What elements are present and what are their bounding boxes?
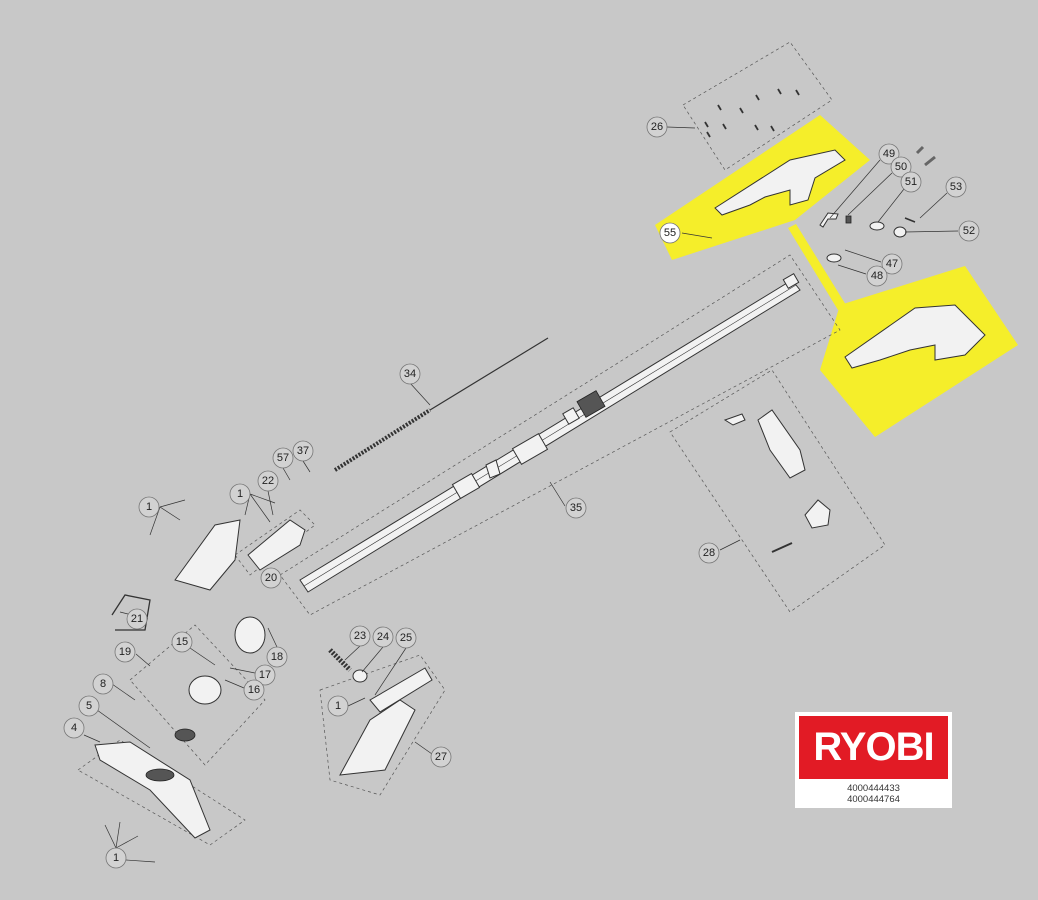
callout: 21	[126, 608, 148, 630]
callout: 26	[646, 116, 668, 138]
svg-text:28: 28	[703, 547, 715, 559]
group-box-28	[669, 369, 886, 613]
svg-text:5: 5	[86, 700, 92, 712]
callout: 51	[900, 171, 922, 193]
callout: 1	[229, 483, 251, 505]
svg-text:55: 55	[664, 227, 676, 239]
callout: 47	[881, 253, 903, 275]
shaft-35	[299, 272, 801, 593]
drive-cable-34	[333, 337, 549, 472]
callout: 1	[327, 695, 349, 717]
callout: 17	[254, 664, 276, 686]
callout: 15	[171, 631, 193, 653]
svg-text:37: 37	[297, 445, 309, 457]
callout: 52	[958, 220, 980, 242]
svg-text:26: 26	[651, 121, 663, 133]
svg-text:47: 47	[886, 258, 898, 270]
svg-text:1: 1	[237, 488, 243, 500]
callout: 16	[243, 679, 265, 701]
callout: 48	[866, 265, 888, 287]
callout: 8	[92, 673, 114, 695]
callout: 37	[292, 440, 314, 462]
ryobi-logo: RYOBI	[799, 716, 948, 779]
svg-text:27: 27	[435, 751, 447, 763]
callout: 27	[430, 746, 452, 768]
svg-text:8: 8	[100, 678, 106, 690]
callout: 23	[349, 625, 371, 647]
svg-text:53: 53	[950, 181, 962, 193]
coupler-parts	[451, 390, 606, 500]
svg-text:25: 25	[400, 632, 412, 644]
svg-text:23: 23	[354, 630, 366, 642]
callout: 4	[63, 717, 85, 739]
highlight-connector	[788, 224, 846, 310]
callout: 20	[260, 567, 282, 589]
callout: 34	[399, 363, 421, 385]
handle-half-55	[714, 149, 846, 216]
callout: 1	[105, 847, 127, 869]
svg-text:24: 24	[377, 631, 389, 643]
svg-text:21: 21	[131, 613, 143, 625]
group-box-27	[319, 654, 446, 796]
svg-text:1: 1	[146, 501, 152, 513]
callout: 28	[698, 542, 720, 564]
svg-text:50: 50	[895, 161, 907, 173]
callout: 53	[945, 176, 967, 198]
highlight-handle-bottom	[820, 266, 1018, 437]
svg-text:35: 35	[570, 502, 582, 514]
svg-text:20: 20	[265, 572, 277, 584]
guard-parts-28	[723, 409, 831, 553]
lower-parts	[94, 519, 433, 839]
group-box-26	[682, 41, 833, 171]
callout: 1	[138, 496, 160, 518]
svg-text:1: 1	[113, 852, 119, 864]
callout: 49	[878, 143, 900, 165]
group-box-4	[77, 739, 246, 846]
callout: 22	[257, 470, 279, 492]
svg-text:16: 16	[248, 684, 260, 696]
svg-text:49: 49	[883, 148, 895, 160]
svg-text:34: 34	[404, 368, 416, 380]
callout: 18	[266, 646, 288, 668]
svg-text:48: 48	[871, 270, 883, 282]
svg-text:17: 17	[259, 669, 271, 681]
svg-text:4: 4	[71, 722, 77, 734]
callout: 55	[659, 222, 681, 244]
svg-text:51: 51	[905, 176, 917, 188]
callout: 5	[78, 695, 100, 717]
screws-26	[704, 88, 800, 138]
ryobi-logo-box: RYOBI 4000444433 4000444764	[795, 712, 952, 808]
svg-text:1: 1	[335, 700, 341, 712]
svg-text:22: 22	[262, 475, 274, 487]
svg-text:57: 57	[277, 452, 289, 464]
svg-text:19: 19	[119, 646, 131, 658]
callout: 19	[114, 641, 136, 663]
part-number: 4000444764	[847, 794, 900, 805]
callout: 24	[372, 626, 394, 648]
group-box-35	[279, 254, 841, 616]
svg-text:52: 52	[963, 225, 975, 237]
handle-assembly	[844, 304, 986, 369]
small-parts	[819, 145, 936, 263]
svg-text:18: 18	[271, 651, 283, 663]
callout: 50	[890, 156, 912, 178]
part-number: 4000444433	[847, 783, 900, 794]
callout: 35	[565, 497, 587, 519]
callout: 25	[395, 627, 417, 649]
svg-text:15: 15	[176, 636, 188, 648]
callout: 57	[272, 447, 294, 469]
